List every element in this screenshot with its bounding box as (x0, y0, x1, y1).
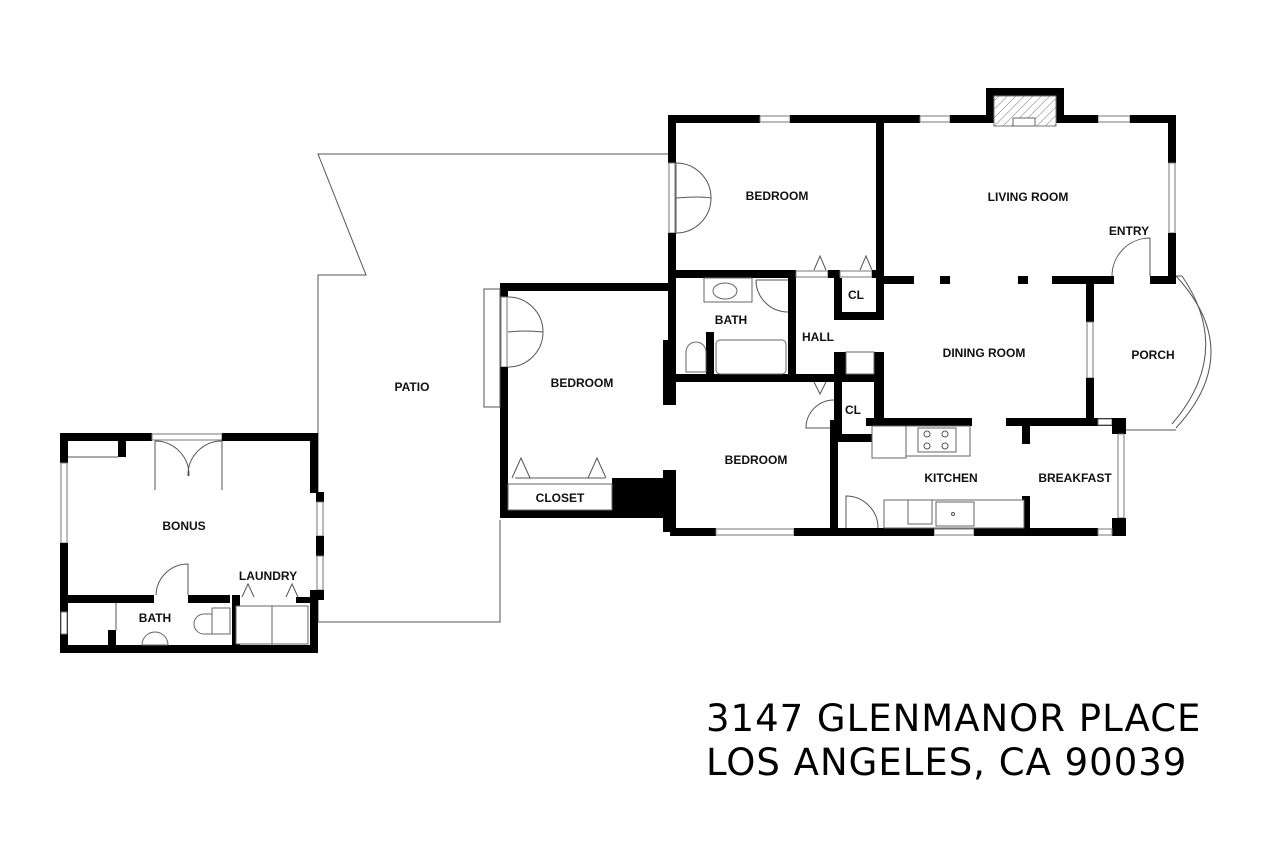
bonus-walls (60, 433, 324, 653)
bonus-fixtures (115, 440, 330, 646)
address-line-1: 3147 GLENMANOR PLACE (706, 697, 1202, 740)
room-label-entry: ENTRY (1109, 224, 1149, 238)
room-label-dining-room: DINING ROOM (943, 346, 1026, 360)
room-label-closet-left: CLOSET (536, 491, 585, 505)
room-label-bedroom-left: BEDROOM (551, 376, 614, 390)
bedroom-top-french-door (675, 162, 712, 234)
bedroom-left-walls (500, 283, 676, 532)
room-label-porch: PORCH (1131, 348, 1174, 362)
room-label-bath-guest: BATH (139, 611, 171, 625)
bedroom-top-walls (668, 115, 988, 293)
entry-door (1111, 237, 1151, 277)
kitchen-fixtures (845, 425, 1025, 529)
room-label-breakfast: BREAKFAST (1038, 471, 1112, 485)
bath-hall-walls (663, 278, 884, 442)
room-label-kitchen: KITCHEN (924, 471, 977, 485)
room-label-bonus: BONUS (162, 519, 205, 533)
room-label-closet-top: CL (848, 288, 864, 302)
porch (1086, 275, 1212, 431)
kitchen-walls (838, 418, 1126, 536)
room-label-laundry: LAUNDRY (239, 569, 297, 583)
room-label-patio: PATIO (395, 380, 430, 394)
room-label-bedroom-bottom: BEDROOM (725, 453, 788, 467)
bedroom-bottom-walls (670, 420, 844, 536)
bath-fixtures (685, 277, 789, 375)
room-label-hall: HALL (802, 330, 834, 344)
fireplace (993, 95, 1057, 127)
room-label-bath-main: BATH (715, 313, 747, 327)
room-label-closet-mid: CL (845, 403, 861, 417)
stove-icon (917, 427, 957, 453)
closet-door (805, 399, 835, 429)
bedroom-left-french-door (483, 288, 544, 408)
room-label-living-room: LIVING ROOM (988, 190, 1069, 204)
address-line-2: LOS ANGELES, CA 90039 (706, 741, 1188, 784)
room-label-bedroom-top: BEDROOM (746, 189, 809, 203)
patio-outline (317, 153, 670, 623)
